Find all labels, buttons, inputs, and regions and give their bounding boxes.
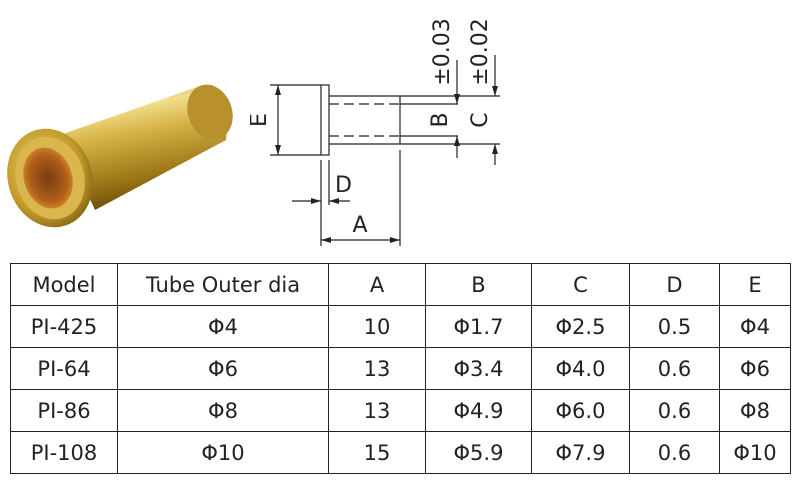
cell-d: 0.6 <box>629 389 720 432</box>
cell-c: Φ4.0 <box>531 347 630 390</box>
table-row: PI-86 Φ8 13 Φ4.9 Φ6.0 0.6 Φ8 <box>10 389 791 432</box>
cell-d: 0.5 <box>629 305 720 348</box>
cell-tube-outer-dia: Φ8 <box>117 389 329 432</box>
cell-b: Φ4.9 <box>425 389 532 432</box>
table-header-row: Model Tube Outer dia A B C D E <box>10 263 791 306</box>
cell-c: Φ6.0 <box>531 389 630 432</box>
cell-tube-outer-dia: Φ6 <box>117 347 329 390</box>
header-tube-outer-dia: Tube Outer dia <box>117 263 329 306</box>
tolerance-b: ±0.03 <box>430 18 455 85</box>
cell-a: 10 <box>328 305 426 348</box>
cell-d: 0.6 <box>629 347 720 390</box>
cell-c: Φ7.9 <box>531 431 630 474</box>
header-model: Model <box>10 263 118 306</box>
cell-b: Φ3.4 <box>425 347 532 390</box>
bore-hole <box>23 147 73 209</box>
tolerance-c: ±0.02 <box>468 18 493 85</box>
cell-b: Φ1.7 <box>425 305 532 348</box>
label-a: A <box>352 213 367 238</box>
cell-a: 13 <box>328 389 426 432</box>
spec-table: Model Tube Outer dia A B C D E PI-425 Φ4… <box>10 263 791 474</box>
tube-body <box>60 86 227 210</box>
label-b: B <box>428 112 453 127</box>
cell-a: 13 <box>328 347 426 390</box>
cell-c: Φ2.5 <box>531 305 630 348</box>
cell-a: 15 <box>328 431 426 474</box>
cell-model: PI-64 <box>10 347 118 390</box>
cell-model: PI-86 <box>10 389 118 432</box>
header-d: D <box>629 263 720 306</box>
cell-e: Φ10 <box>719 431 791 474</box>
cell-e: Φ6 <box>719 347 791 390</box>
flange-outline <box>320 84 330 156</box>
header-a: A <box>328 263 426 306</box>
label-e: E <box>250 113 272 127</box>
cell-e: Φ4 <box>719 305 791 348</box>
table-row: PI-64 Φ6 13 Φ3.4 Φ4.0 0.6 Φ6 <box>10 347 791 390</box>
cell-tube-outer-dia: Φ10 <box>117 431 329 474</box>
cell-b: Φ5.9 <box>425 431 532 474</box>
cell-tube-outer-dia: Φ4 <box>117 305 329 348</box>
brass-insert-illustration <box>7 84 233 228</box>
label-d: D <box>335 173 352 198</box>
cell-model: PI-425 <box>10 305 118 348</box>
table-row: PI-108 Φ10 15 Φ5.9 Φ7.9 0.6 Φ10 <box>10 431 791 474</box>
header-e: E <box>719 263 791 306</box>
cell-e: Φ8 <box>719 389 791 432</box>
tube-end <box>187 84 233 140</box>
header-b: B <box>425 263 532 306</box>
table-row: PI-425 Φ4 10 Φ1.7 Φ2.5 0.5 Φ4 <box>10 305 791 348</box>
label-c: C <box>468 112 493 127</box>
cell-d: 0.6 <box>629 431 720 474</box>
header-c: C <box>531 263 630 306</box>
dimension-drawing: E B C ±0.03 ±0.02 D A <box>250 18 500 246</box>
cell-model: PI-108 <box>10 431 118 474</box>
